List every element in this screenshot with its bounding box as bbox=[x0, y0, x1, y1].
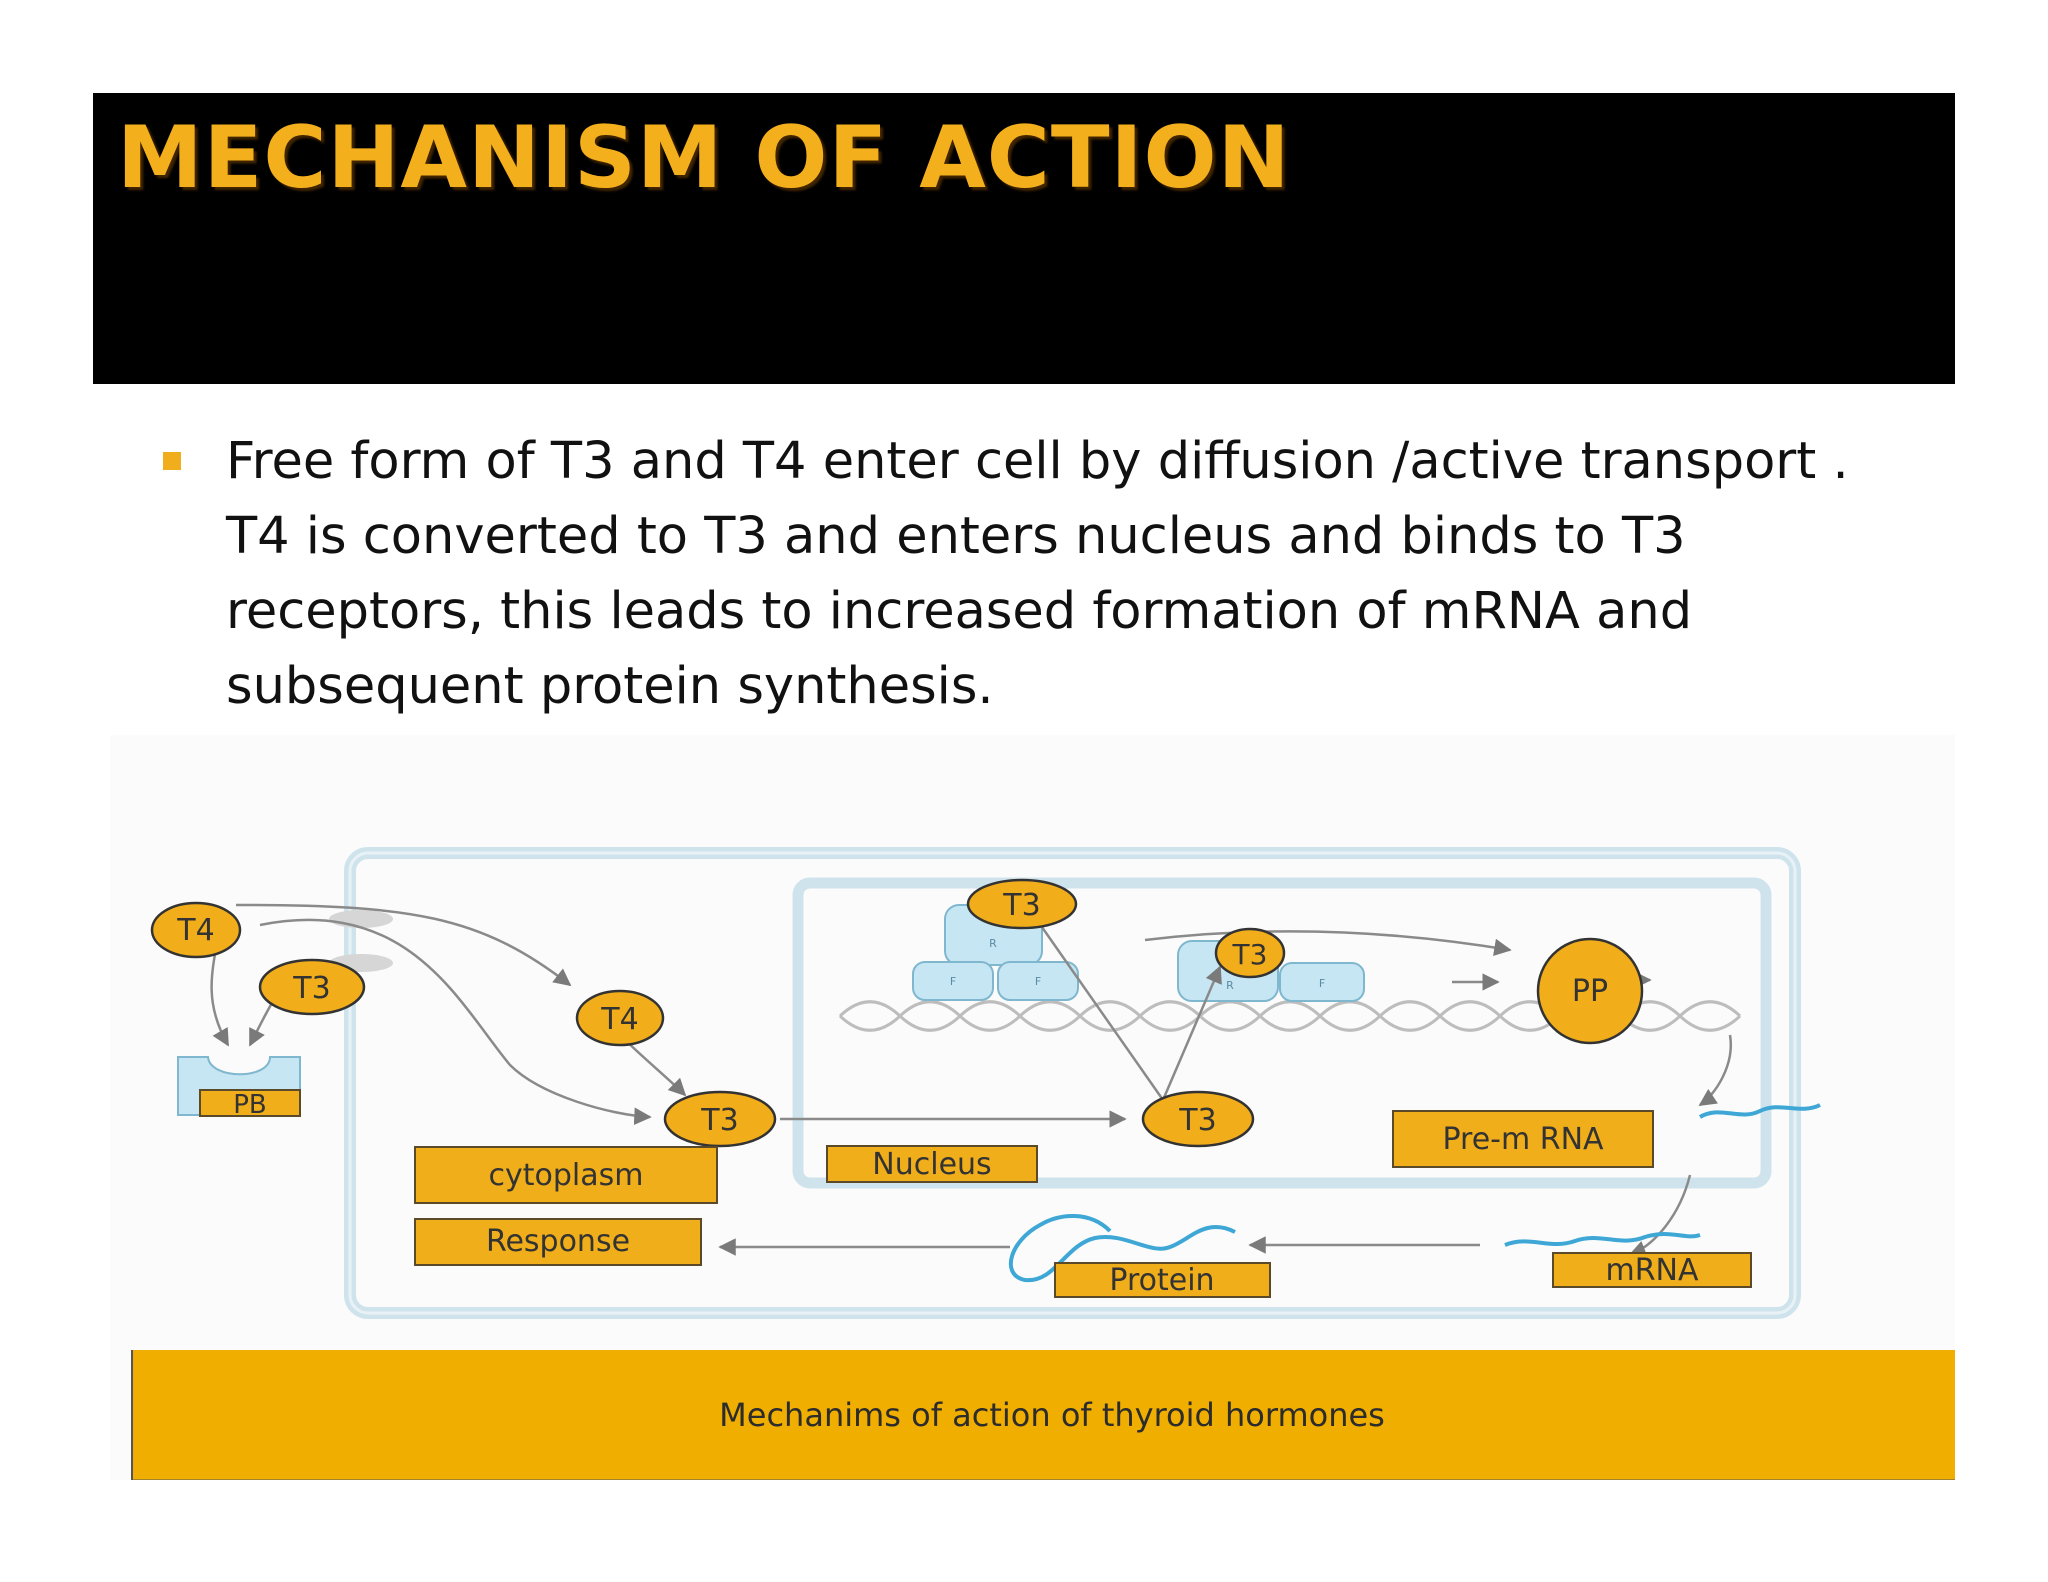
arrow-to-pre-mrna bbox=[1698, 1034, 1733, 1107]
svg-text:T3: T3 bbox=[1178, 1103, 1216, 1138]
protein-label-box: Protein bbox=[1054, 1262, 1271, 1298]
caption-band: Mechanims of action of thyroid hormones bbox=[131, 1350, 1955, 1483]
svg-text:PP: PP bbox=[1572, 974, 1608, 1009]
t4-outside-hormone: T4 bbox=[150, 901, 242, 959]
pb-binding-protein: PB bbox=[177, 1056, 301, 1120]
t3-outside-hormone: T3 bbox=[258, 958, 366, 1016]
t3-receptor-mid-hormone: T3 bbox=[1214, 927, 1286, 979]
svg-text:T4: T4 bbox=[600, 1002, 638, 1037]
arrow-t4-in bbox=[235, 903, 572, 987]
figure-caption: Mechanims of action of thyroid hormones bbox=[719, 1396, 1385, 1434]
pp-promoter: PP bbox=[1536, 937, 1644, 1045]
svg-text:T3: T3 bbox=[700, 1103, 738, 1138]
pre-mrna-label-box: Pre-m RNA bbox=[1392, 1110, 1654, 1168]
pre-mrna-strand bbox=[1698, 1103, 1821, 1119]
bullet-marker bbox=[163, 452, 181, 470]
svg-text:T3: T3 bbox=[1232, 938, 1268, 971]
bullet-text: Free form of T3 and T4 enter cell by dif… bbox=[226, 432, 1849, 716]
arrow-t3-receptor-1 bbox=[1028, 908, 1165, 1101]
cytoplasm-label-box: cytoplasm bbox=[414, 1146, 718, 1204]
svg-text:T3: T3 bbox=[1002, 888, 1040, 923]
nucleus-label-box: Nucleus bbox=[826, 1145, 1038, 1183]
mrna-strand bbox=[1504, 1232, 1701, 1247]
title-band bbox=[93, 93, 1955, 384]
t3-receptor-top-hormone: T3 bbox=[966, 878, 1078, 930]
mechanism-diagram: R F F R F PB T4 bbox=[131, 847, 1955, 1483]
svg-text:Pre-m RNA: Pre-m RNA bbox=[1442, 1122, 1604, 1157]
arrow-to-pp bbox=[1144, 930, 1512, 957]
nucleus-membrane bbox=[792, 877, 1772, 1189]
svg-text:Protein: Protein bbox=[1109, 1263, 1214, 1298]
membrane-transporter bbox=[329, 910, 393, 928]
receptor-f-label: F bbox=[950, 975, 956, 988]
slide-title: MECHANISM OF ACTION bbox=[117, 108, 1291, 208]
arrow-t3-in bbox=[259, 918, 652, 1125]
receptor-f-label: F bbox=[1319, 977, 1325, 990]
arrow-t3-receptor-2 bbox=[1161, 965, 1222, 1101]
svg-text:Nucleus: Nucleus bbox=[872, 1147, 991, 1182]
mrna-label-box: mRNA bbox=[1552, 1252, 1752, 1288]
response-label-box: Response bbox=[414, 1218, 702, 1266]
t3-nucleus-hormone: T3 bbox=[1141, 1090, 1255, 1148]
svg-text:T4: T4 bbox=[176, 913, 214, 948]
svg-text:mRNA: mRNA bbox=[1605, 1253, 1699, 1288]
thyroid-mechanism-figure: R F F R F PB T4 bbox=[110, 735, 1955, 1483]
pb-label: PB bbox=[233, 1090, 267, 1120]
receptor-r-label: R bbox=[989, 937, 997, 950]
receptor-f-label: F bbox=[1035, 975, 1041, 988]
receptor-r-label: R bbox=[1226, 979, 1234, 992]
t3-cytoplasm-hormone: T3 bbox=[663, 1090, 777, 1148]
arrow-to-mrna bbox=[1628, 1174, 1692, 1258]
svg-text:T3: T3 bbox=[292, 971, 330, 1006]
t4-cytoplasm-hormone: T4 bbox=[575, 989, 665, 1047]
svg-text:cytoplasm: cytoplasm bbox=[489, 1158, 644, 1193]
receptor-complex-1: R F F bbox=[912, 904, 1079, 1001]
svg-text:Response: Response bbox=[486, 1224, 630, 1259]
